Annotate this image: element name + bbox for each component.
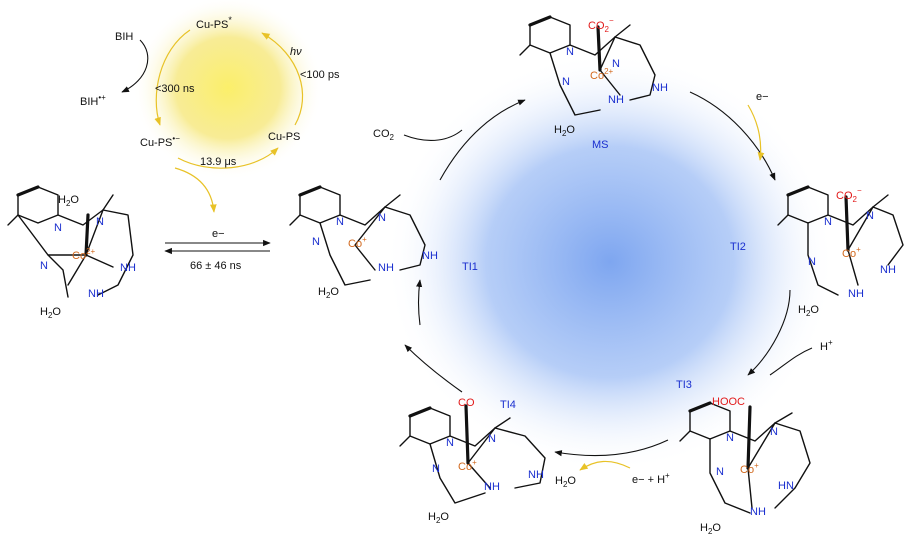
svg-text:Co+: Co+ xyxy=(842,245,861,260)
svg-text:N: N xyxy=(488,433,496,445)
svg-text:N: N xyxy=(770,426,778,438)
svg-text:CO: CO xyxy=(458,397,475,409)
svg-text:NH: NH xyxy=(378,262,394,274)
complex-ti3: HOOC N N N Co+ HN NH H2O xyxy=(679,396,811,536)
transfer-electron-label: e− xyxy=(212,228,225,240)
cu-ps-star-label: Cu-PS* xyxy=(196,15,232,31)
co2-reagent-label: CO2 xyxy=(373,128,395,142)
svg-text:N: N xyxy=(312,236,320,248)
ms-label: MS xyxy=(592,139,609,151)
svg-text:N: N xyxy=(716,466,724,478)
svg-text:NH: NH xyxy=(608,94,624,106)
svg-text:N: N xyxy=(54,222,62,234)
ti2-label: TI2 xyxy=(730,241,746,253)
svg-text:N: N xyxy=(612,58,620,70)
complex-ti1: N N N Co+ NH NH H2O xyxy=(289,185,438,300)
svg-text:NH: NH xyxy=(88,288,104,300)
sun-glow xyxy=(133,0,323,180)
arrow-ms-to-ti2 xyxy=(689,91,776,181)
e-h-reagent-label: e− + H+ xyxy=(632,471,670,486)
svg-text:Co+: Co+ xyxy=(348,235,367,250)
svg-text:N: N xyxy=(96,216,104,228)
svg-text:NH: NH xyxy=(422,250,438,262)
svg-text:N: N xyxy=(808,256,816,268)
ti1-label: TI1 xyxy=(462,261,478,273)
bih-radical-label: BIH•+ xyxy=(80,93,106,108)
svg-text:NH: NH xyxy=(652,82,668,94)
svg-text:Co2+: Co2+ xyxy=(590,67,614,82)
svg-text:N: N xyxy=(566,46,574,58)
water-product-label: H2O xyxy=(555,475,576,489)
svg-text:NH: NH xyxy=(528,469,544,481)
arrow-hplus-in xyxy=(769,347,813,376)
svg-text:N: N xyxy=(378,212,386,224)
quench-time-label: <300 ns xyxy=(155,83,195,95)
svg-text:N: N xyxy=(726,432,734,444)
svg-text:NH: NH xyxy=(750,506,766,518)
svg-text:NH: NH xyxy=(120,262,136,274)
svg-text:H2O: H2O xyxy=(40,306,61,320)
complex-start: H2O N N N Co2+ NH NH H2O xyxy=(7,185,136,320)
svg-text:Co2+: Co2+ xyxy=(72,247,96,262)
arrow-ti3-to-ti4 xyxy=(554,439,669,457)
hv-label: hν xyxy=(290,46,302,58)
bih-arrow xyxy=(121,39,149,93)
svg-text:H2O: H2O xyxy=(318,286,339,300)
complex-ti4: CO N N N Co+ NH NH H2O xyxy=(399,397,546,525)
svg-text:N: N xyxy=(866,210,874,222)
arrow-water-out xyxy=(579,460,631,471)
svg-text:Co+: Co+ xyxy=(740,461,759,476)
yellow-arc-left xyxy=(154,29,191,126)
svg-text:Co+: Co+ xyxy=(458,458,477,473)
complex-ms: CO2− N N N Co2+ NH NH H2O xyxy=(519,15,668,138)
svg-text:NH: NH xyxy=(484,481,500,493)
yellow-arc-bottom xyxy=(177,147,279,169)
svg-text:H2O: H2O xyxy=(798,304,819,318)
svg-text:NH: NH xyxy=(848,288,864,300)
svg-text:N: N xyxy=(446,437,454,449)
hplus-reagent-label: H+ xyxy=(820,338,833,353)
svg-text:H2O: H2O xyxy=(58,194,79,208)
svg-text:H2O: H2O xyxy=(554,124,575,138)
svg-text:N: N xyxy=(336,216,344,228)
svg-text:H2O: H2O xyxy=(700,522,721,536)
svg-text:N: N xyxy=(40,260,48,272)
ti3-label: TI3 xyxy=(676,379,692,391)
cu-ps-reduced-label: Cu-PS•− xyxy=(140,134,180,149)
svg-text:N: N xyxy=(562,76,570,88)
svg-text:H2O: H2O xyxy=(428,511,449,525)
arrow-ti2-to-ti3 xyxy=(747,289,791,376)
svg-text:HN: HN xyxy=(778,480,794,492)
arrow-ti1-to-ms xyxy=(439,99,526,181)
svg-text:CO2−: CO2− xyxy=(588,16,614,34)
ti4-label: TI4 xyxy=(500,399,516,411)
svg-text:HOOC: HOOC xyxy=(712,396,745,408)
arrow-ti4-to-ti1 xyxy=(404,344,463,393)
arrow-co2-in xyxy=(403,129,463,141)
arrow-electron-in xyxy=(747,104,765,161)
cu-ps-label: Cu-PS xyxy=(268,131,300,143)
svg-text:NH: NH xyxy=(880,264,896,276)
transfer-rate-label: 66 ± 46 ns xyxy=(190,260,242,272)
complex-ti2: CO2− N N N Co+ NH NH H2O xyxy=(777,185,904,318)
yellow-arrow-down xyxy=(174,167,217,213)
excite-time-label: <100 ps xyxy=(300,69,340,81)
yellow-arc-right xyxy=(261,32,304,126)
bih-label: BIH xyxy=(115,31,133,43)
electron-reagent-label: e− xyxy=(756,91,769,103)
arrow-ti1-up xyxy=(416,279,423,326)
svg-text:CO2−: CO2− xyxy=(836,186,862,204)
svg-text:N: N xyxy=(824,216,832,228)
lifetime-label: 13.9 μs xyxy=(200,156,237,168)
svg-text:N: N xyxy=(432,463,440,475)
cycle-glow xyxy=(385,52,835,472)
